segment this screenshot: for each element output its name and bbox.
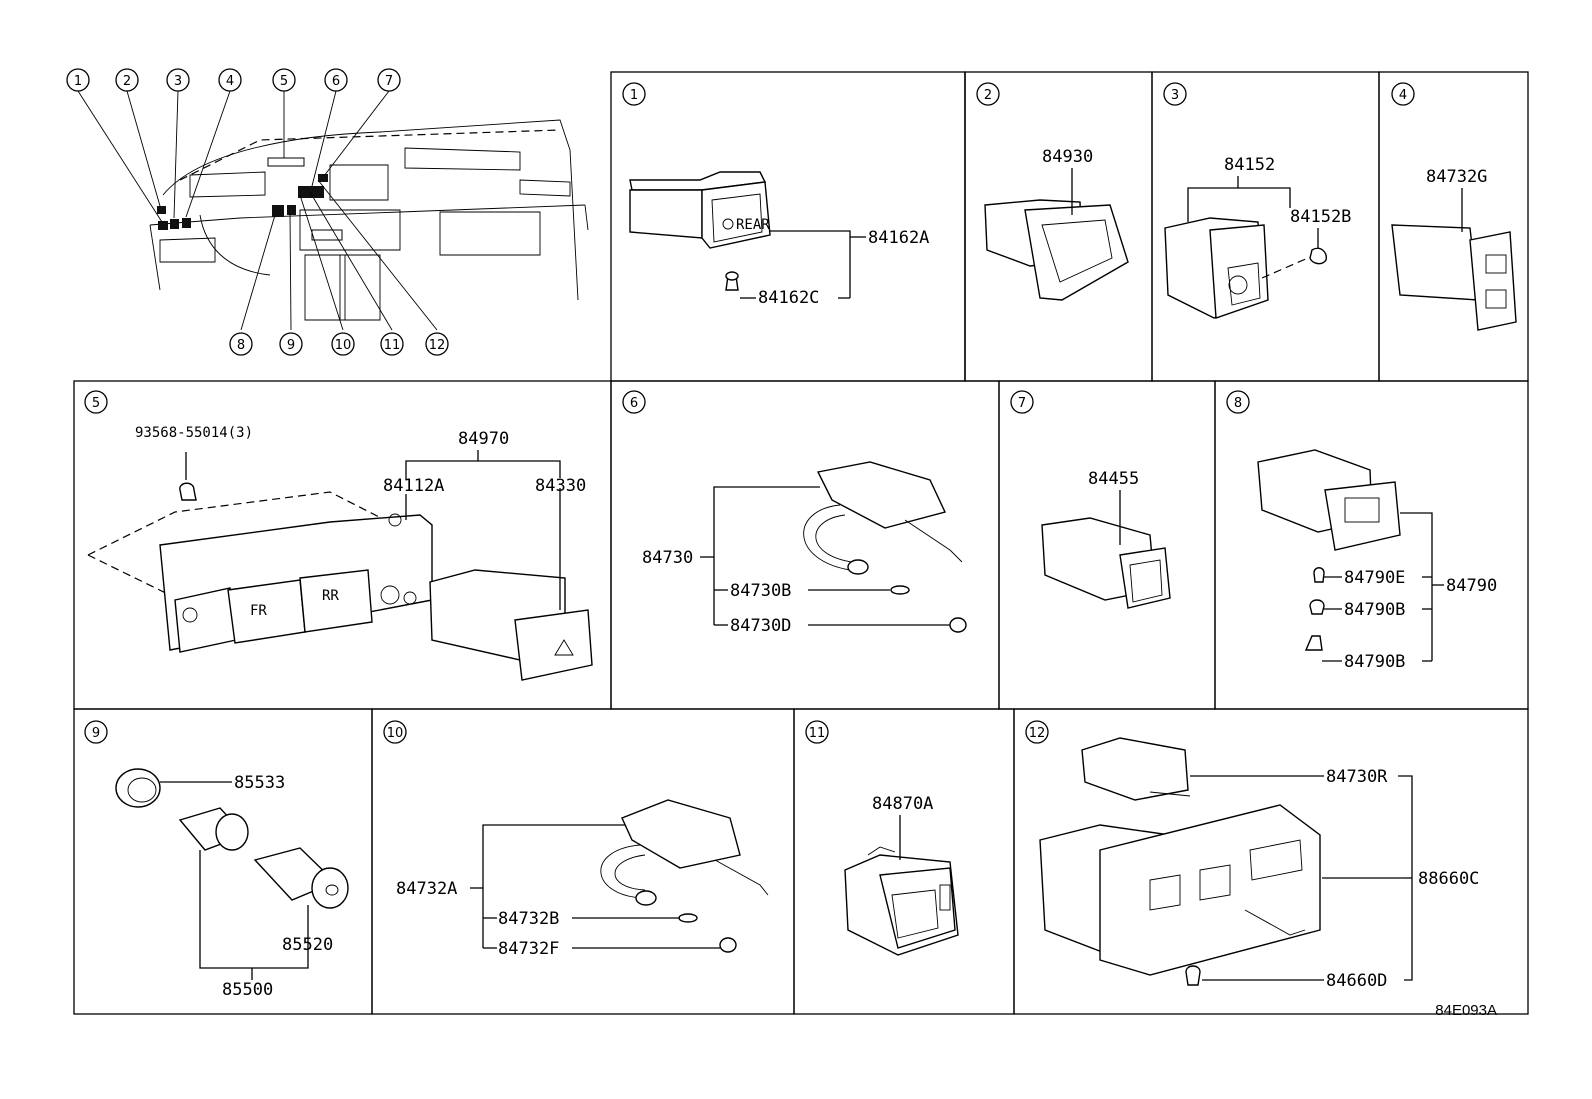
- panel-7: 7 84455: [1010, 390, 1171, 609]
- part-84732A: 84732A: [396, 879, 457, 899]
- svg-text:6: 6: [332, 74, 340, 89]
- svg-text:2: 2: [123, 74, 131, 89]
- part-84732G: 84732G: [1426, 167, 1487, 187]
- panel-9: 9 85533 85520 85500: [84, 720, 349, 1000]
- overview-callout-12: 12: [425, 332, 449, 356]
- overview-callout-6: 6: [324, 68, 348, 92]
- overview-callout-4: 4: [218, 68, 242, 92]
- part-84730D: 84730D: [730, 616, 791, 636]
- overview-callout-3: 3: [166, 68, 190, 92]
- fr-switch-label: FR: [250, 603, 267, 619]
- part-85533: 85533: [234, 773, 285, 793]
- part-85500: 85500: [222, 980, 273, 1000]
- part-84730: 84730: [642, 548, 693, 568]
- part-84330: 84330: [535, 476, 586, 496]
- part-93568-55014: 93568-55014(3): [135, 425, 253, 441]
- svg-text:3: 3: [174, 74, 182, 89]
- part-84790B-a: 84790B: [1344, 600, 1405, 620]
- svg-text:12: 12: [1029, 726, 1046, 741]
- svg-text:11: 11: [384, 338, 401, 353]
- svg-text:9: 9: [92, 726, 100, 741]
- svg-text:1: 1: [74, 74, 82, 89]
- part-84112A: 84112A: [383, 476, 444, 496]
- part-88660C: 88660C: [1418, 869, 1479, 889]
- panel-3: 3 84152 84152B: [1163, 82, 1351, 319]
- overview-callout-8: 8: [229, 332, 253, 356]
- part-84660D: 84660D: [1326, 971, 1387, 991]
- svg-text:1: 1: [630, 88, 638, 103]
- part-84152B: 84152B: [1290, 207, 1351, 227]
- panel-9-number: 9: [84, 720, 108, 744]
- panel-1-number: 1: [622, 82, 646, 106]
- svg-text:12: 12: [429, 338, 446, 353]
- panel-4-number: 4: [1391, 82, 1415, 106]
- part-84930: 84930: [1042, 147, 1093, 167]
- overview-callout-11: 11: [380, 332, 404, 356]
- overview-callout-9: 9: [279, 332, 303, 356]
- panel-5-number: 5: [84, 390, 108, 414]
- part-84152: 84152: [1224, 155, 1275, 175]
- svg-text:5: 5: [280, 74, 288, 89]
- panel-12-number: 12: [1025, 720, 1049, 744]
- svg-text:8: 8: [237, 338, 245, 353]
- overview-callout-1: 1: [66, 68, 90, 92]
- dashboard-overview: 1 2 3 4 5 6 7 8 9 10 11 12: [66, 68, 589, 356]
- switch-84162A-drawing: REAR: [629, 171, 771, 291]
- part-85520: 85520: [282, 935, 333, 955]
- panel-10-number: 10: [383, 720, 407, 744]
- part-84970: 84970: [458, 429, 509, 449]
- overview-callout-5: 5: [272, 68, 296, 92]
- panel-6: 6 84730 84730B 84730D: [622, 390, 967, 636]
- svg-text:4: 4: [1399, 88, 1407, 103]
- panel-6-number: 6: [622, 390, 646, 414]
- svg-text:4: 4: [226, 74, 234, 89]
- panel-2-number: 2: [976, 82, 1000, 106]
- panel-8: 8 84790 84790E 84790B 84790B: [1226, 390, 1497, 672]
- panel-4: 4 84732G: [1391, 82, 1517, 331]
- part-84730B: 84730B: [730, 581, 791, 601]
- part-84162C: 84162C: [758, 288, 819, 308]
- svg-text:10: 10: [387, 726, 404, 741]
- panel-11-number: 11: [805, 720, 829, 744]
- panel-2: 2 84930: [976, 82, 1129, 301]
- rr-switch-label: RR: [322, 588, 339, 604]
- svg-text:3: 3: [1171, 88, 1179, 103]
- svg-text:9: 9: [287, 338, 295, 353]
- part-84162A: 84162A: [868, 228, 929, 248]
- rear-switch-label: REAR: [736, 217, 770, 233]
- svg-text:10: 10: [335, 338, 352, 353]
- part-84790E: 84790E: [1344, 568, 1405, 588]
- panel-1: 1 REAR 84162A 84162C: [622, 82, 929, 308]
- panel-grid: [73, 71, 1529, 1015]
- panel-3-number: 3: [1163, 82, 1187, 106]
- panel-8-number: 8: [1226, 390, 1250, 414]
- svg-text:8: 8: [1234, 396, 1242, 411]
- svg-text:6: 6: [630, 396, 638, 411]
- overview-callout-7: 7: [377, 68, 401, 92]
- overview-callout-10: 10: [331, 332, 355, 356]
- part-84732B: 84732B: [498, 909, 559, 929]
- svg-text:11: 11: [809, 726, 826, 741]
- svg-text:7: 7: [1018, 396, 1026, 411]
- part-84790B-b: 84790B: [1344, 652, 1405, 672]
- panel-11: 11 84870A: [805, 720, 959, 956]
- overview-callout-2: 2: [115, 68, 139, 92]
- svg-text:7: 7: [385, 74, 393, 89]
- svg-text:5: 5: [92, 396, 100, 411]
- panel-5: 5 93568-55014(3) FR RR 84970 84112A 8433…: [84, 390, 593, 681]
- part-84730R: 84730R: [1326, 767, 1388, 787]
- panel-7-number: 7: [1010, 390, 1034, 414]
- part-84732F: 84732F: [498, 939, 559, 959]
- part-84790: 84790: [1446, 576, 1497, 596]
- panel-10: 10 84732A 84732B 84732F: [383, 720, 769, 959]
- part-84870A: 84870A: [872, 794, 933, 814]
- figure-code: 84E093A: [1435, 1002, 1497, 1019]
- part-84455: 84455: [1088, 469, 1139, 489]
- panel-12: 12 84730R 88660C 84660D: [1025, 720, 1479, 991]
- svg-text:2: 2: [984, 88, 992, 103]
